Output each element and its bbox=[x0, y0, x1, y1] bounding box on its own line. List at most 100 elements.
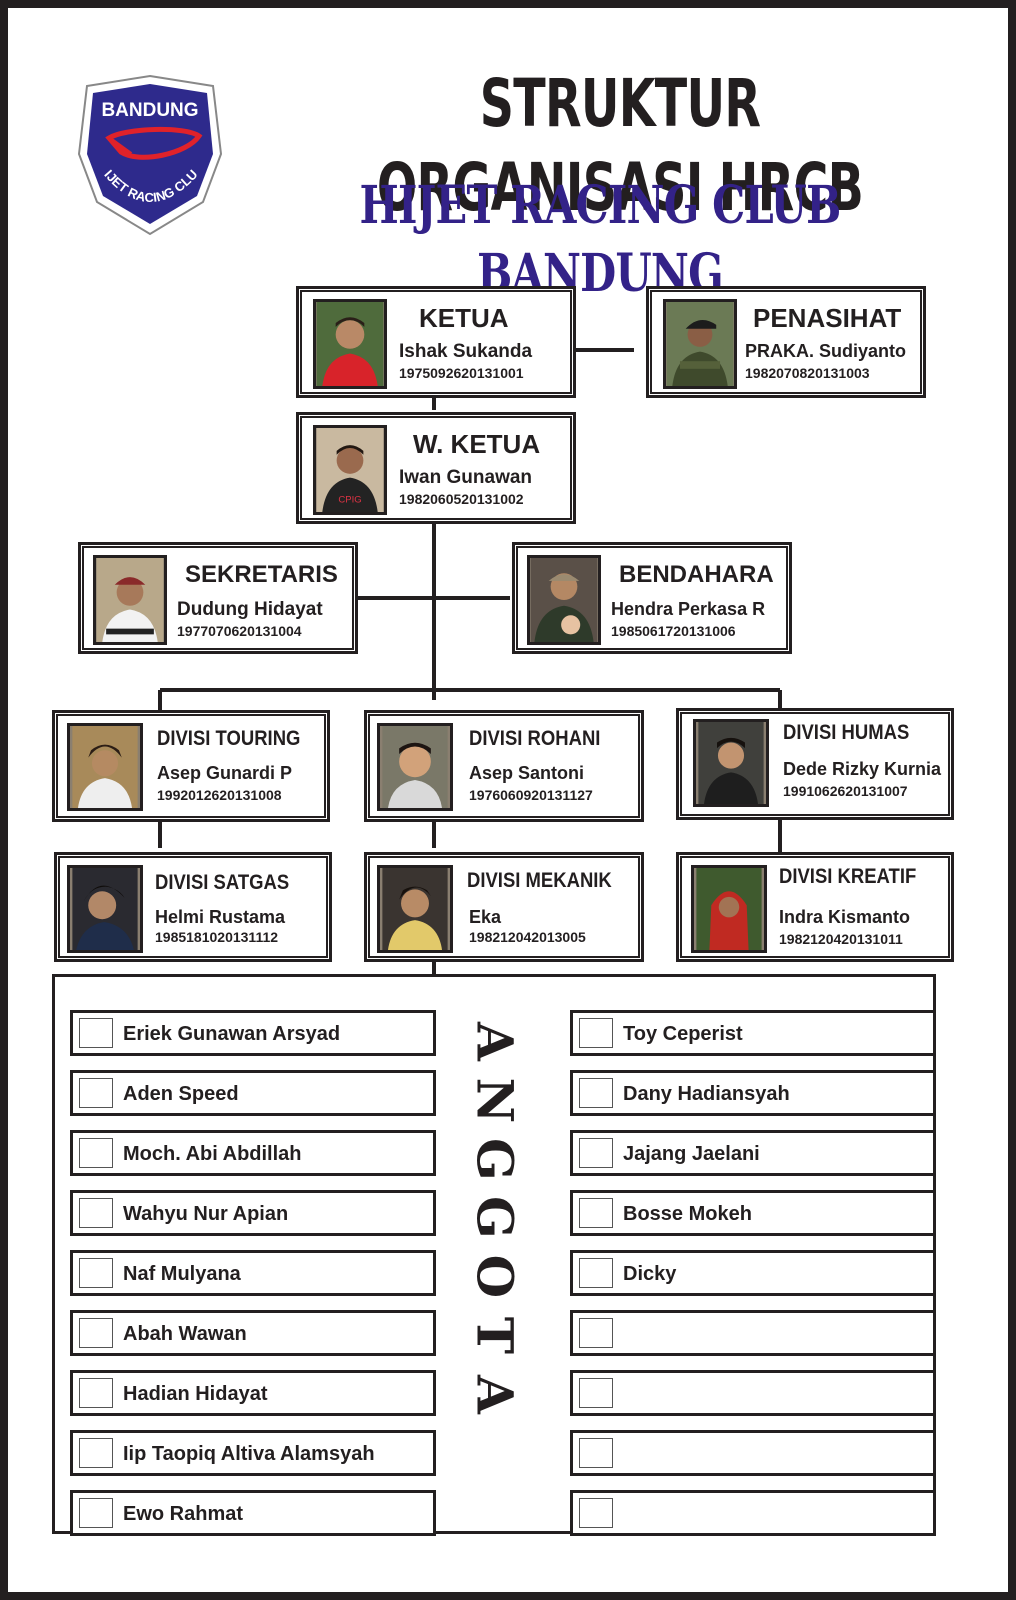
member-name: Hadian Hidayat bbox=[123, 1383, 268, 1405]
member-name: Dicky bbox=[623, 1263, 677, 1285]
sekretaris-photo bbox=[93, 555, 167, 645]
divisi-kreatif-id: 1982120420131011 bbox=[779, 931, 903, 947]
divisi-touring-id: 1992012620131008 bbox=[157, 787, 282, 803]
divisi-satgas-name: Helmi Rustama bbox=[155, 907, 286, 927]
sekretaris-card: SEKRETARIS Dudung Hidayat 19770706201310… bbox=[78, 542, 358, 654]
divisi-humas-id: 1991062620131007 bbox=[783, 783, 908, 799]
divisi-kreatif-card: DIVISI KREATIF Indra Kismanto 1982120420… bbox=[676, 852, 954, 962]
divisi-touring-name: Asep Gunardi P bbox=[157, 763, 293, 783]
member-photo-placeholder bbox=[79, 1078, 113, 1108]
poster-title: STRUKTUR ORGANISASI HRCB bbox=[376, 65, 864, 226]
bendahara-role: BENDAHARA bbox=[619, 561, 774, 588]
divisi-satgas-card: DIVISI SATGAS Helmi Rustama 198518102013… bbox=[54, 852, 332, 962]
member-photo-placeholder bbox=[79, 1438, 113, 1468]
sekretaris-name: Dudung Hidayat bbox=[177, 599, 323, 620]
bendahara-card: BENDAHARA Hendra Perkasa R 1985061720131… bbox=[512, 542, 792, 654]
member-row: Ewo Rahmat bbox=[70, 1490, 436, 1536]
ketua-id: 1975092620131001 bbox=[399, 365, 524, 381]
ketua-card: KETUA Ishak Sukanda 1975092620131001 bbox=[296, 286, 576, 398]
member-photo-placeholder bbox=[579, 1318, 613, 1348]
member-row: Eriek Gunawan Arsyad bbox=[70, 1010, 436, 1056]
member-row: Dany Hadiansyah bbox=[570, 1070, 936, 1116]
member-row: Naf Mulyana bbox=[70, 1250, 436, 1296]
divisi-touring-role: DIVISI TOURING bbox=[157, 727, 301, 750]
member-photo-placeholder bbox=[579, 1198, 613, 1228]
member-row-empty bbox=[570, 1310, 936, 1356]
member-photo-placeholder bbox=[79, 1018, 113, 1048]
member-photo-placeholder bbox=[579, 1498, 613, 1528]
member-name: Iip Taopiq Altiva Alamsyah bbox=[123, 1443, 375, 1465]
member-photo-placeholder bbox=[579, 1138, 613, 1168]
divisi-mekanik-photo bbox=[377, 865, 453, 953]
member-photo-placeholder bbox=[579, 1018, 613, 1048]
ketua-name: Ishak Sukanda bbox=[399, 341, 533, 362]
divisi-rohani-role: DIVISI ROHANI bbox=[469, 727, 601, 750]
member-row-empty bbox=[570, 1370, 936, 1416]
member-name: Jajang Jaelani bbox=[623, 1143, 760, 1165]
member-row-empty bbox=[570, 1490, 936, 1536]
member-photo-placeholder bbox=[579, 1378, 613, 1408]
member-name: Abah Wawan bbox=[123, 1323, 247, 1345]
member-row: Wahyu Nur Apian bbox=[70, 1190, 436, 1236]
divisi-humas-name: Dede Rizky Kurnia bbox=[783, 759, 942, 779]
divisi-kreatif-name: Indra Kismanto bbox=[779, 907, 911, 927]
anggota-letter: G bbox=[465, 1196, 525, 1239]
divisi-rohani-id: 1976060920131127 bbox=[469, 787, 593, 803]
divisi-humas-role: DIVISI HUMAS bbox=[783, 721, 910, 744]
svg-text:CPIG: CPIG bbox=[338, 494, 361, 505]
member-row: Jajang Jaelani bbox=[570, 1130, 936, 1176]
ketua-photo bbox=[313, 299, 387, 389]
member-row: Hadian Hidayat bbox=[70, 1370, 436, 1416]
bendahara-name: Hendra Perkasa R bbox=[611, 599, 766, 619]
divisi-kreatif-photo bbox=[691, 865, 767, 953]
member-row: Toy Ceperist bbox=[570, 1010, 936, 1056]
wakil-ketua-photo: CPIG bbox=[313, 425, 387, 515]
divisi-mekanik-role: DIVISI MEKANIK bbox=[467, 869, 612, 892]
anggota-letter: T bbox=[465, 1316, 525, 1354]
member-name: Bosse Mokeh bbox=[623, 1203, 752, 1225]
divisi-touring-card: DIVISI TOURING Asep Gunardi P 1992012620… bbox=[52, 710, 330, 822]
member-photo-placeholder bbox=[579, 1078, 613, 1108]
divisi-rohani-card: DIVISI ROHANI Asep Santoni 1976060920131… bbox=[364, 710, 644, 822]
divisi-satgas-id: 1985181020131112 bbox=[155, 929, 279, 945]
member-name: Dany Hadiansyah bbox=[623, 1083, 790, 1105]
member-photo-placeholder bbox=[79, 1258, 113, 1288]
member-name: Moch. Abi Abdillah bbox=[123, 1143, 302, 1165]
member-row: Abah Wawan bbox=[70, 1310, 436, 1356]
member-photo-placeholder bbox=[79, 1378, 113, 1408]
member-photo-placeholder bbox=[579, 1438, 613, 1468]
member-name: Ewo Rahmat bbox=[123, 1503, 244, 1525]
member-name: Naf Mulyana bbox=[123, 1263, 241, 1285]
bendahara-id: 1985061720131006 bbox=[611, 623, 736, 639]
anggota-letter: G bbox=[465, 1137, 525, 1181]
anggota-letter: A bbox=[465, 1374, 525, 1414]
divisi-satgas-role: DIVISI SATGAS bbox=[155, 871, 290, 894]
anggota-label: A N G G O T A bbox=[465, 1012, 524, 1482]
member-photo-placeholder bbox=[79, 1138, 113, 1168]
divisi-rohani-photo bbox=[377, 723, 453, 811]
member-row: Aden Speed bbox=[70, 1070, 436, 1116]
member-photo-placeholder bbox=[579, 1258, 613, 1288]
member-name: Toy Ceperist bbox=[623, 1023, 743, 1045]
penasihat-card: PENASIHAT PRAKA. Sudiyanto 1982070820131… bbox=[646, 286, 926, 398]
divisi-humas-photo bbox=[693, 719, 769, 807]
member-name: Wahyu Nur Apian bbox=[123, 1203, 289, 1225]
divisi-kreatif-role: DIVISI KREATIF bbox=[779, 865, 917, 888]
member-row: Moch. Abi Abdillah bbox=[70, 1130, 436, 1176]
divisi-mekanik-id: 198212042013005 bbox=[469, 929, 586, 945]
divisi-rohani-name: Asep Santoni bbox=[469, 763, 585, 783]
member-row: Dicky bbox=[570, 1250, 936, 1296]
member-row-empty bbox=[570, 1430, 936, 1476]
wakil-ketua-role: W. KETUA bbox=[413, 429, 541, 459]
divisi-touring-photo bbox=[67, 723, 143, 811]
sekretaris-role: SEKRETARIS bbox=[185, 561, 338, 588]
divisi-mekanik-card: DIVISI MEKANIK Eka 198212042013005 bbox=[364, 852, 644, 962]
member-row: Iip Taopiq Altiva Alamsyah bbox=[70, 1430, 436, 1476]
penasihat-role: PENASIHAT bbox=[753, 303, 902, 333]
member-photo-placeholder bbox=[79, 1498, 113, 1528]
bendahara-photo bbox=[527, 555, 601, 645]
member-name: Eriek Gunawan Arsyad bbox=[123, 1023, 341, 1045]
anggota-letter: N bbox=[465, 1077, 525, 1123]
wakil-ketua-name: Iwan Gunawan bbox=[399, 467, 533, 488]
